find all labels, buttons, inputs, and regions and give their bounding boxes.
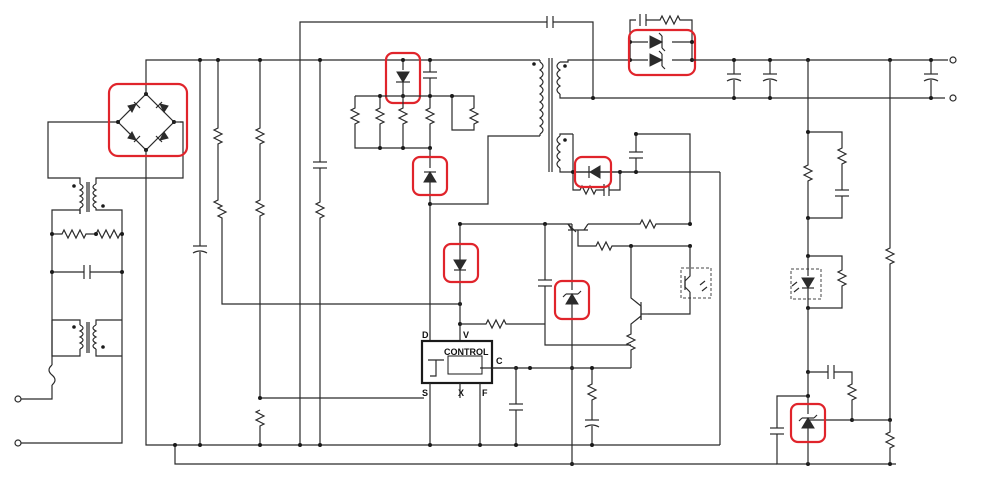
common-mode-choke-lower <box>51 319 122 357</box>
pin-v-label: V <box>463 330 469 340</box>
bias-capacitor <box>620 132 691 224</box>
opto-transistor <box>648 246 712 315</box>
zener-diode-feedback-highlight <box>553 279 591 321</box>
bias-rectifier-diode-highlight <box>573 155 613 189</box>
divider-resistors-left <box>212 58 462 306</box>
pin-f-label: F <box>482 388 488 398</box>
blocking-diode <box>423 148 437 340</box>
bleeder-resistors <box>50 228 124 240</box>
cap-and-resistor-mid <box>298 16 594 447</box>
output-rails <box>591 56 957 102</box>
pin-d-label: D <box>422 330 429 340</box>
clamp-resistors-left <box>349 94 430 150</box>
v-pin-diode <box>458 318 545 330</box>
ground-return <box>173 443 777 465</box>
blocking-diode-highlight <box>411 155 449 197</box>
x-capacitor <box>50 232 124 320</box>
divider-resistors-mid <box>254 58 424 447</box>
input-terminals <box>14 320 123 447</box>
zener-diode-output <box>798 396 818 464</box>
output-rectifier-diodes-highlight <box>627 28 697 77</box>
bridge-rectifier <box>116 59 720 446</box>
controller-ic: CONTROL D V C S X F <box>420 330 503 398</box>
bulk-capacitor <box>192 58 208 447</box>
bias-diode-highlight <box>442 242 480 284</box>
bridge-rectifier-highlight <box>107 82 189 158</box>
controller-label: CONTROL <box>444 347 489 357</box>
pin-s-label: S <box>422 388 428 398</box>
clamp-zener <box>396 58 410 98</box>
regulator-transistor <box>458 218 692 256</box>
transformer <box>532 58 720 173</box>
feedback-transistor <box>480 246 648 370</box>
output-sense-network <box>770 60 896 466</box>
drain-wire <box>430 135 540 205</box>
bias-diode <box>453 256 467 340</box>
clamp-cap-resistors-right <box>423 58 480 150</box>
pin-x-label: X <box>458 388 464 398</box>
output-rectifier-diodes <box>593 14 694 70</box>
controller-pin-wiring <box>428 172 721 447</box>
pin-c-label: C <box>496 356 503 366</box>
zener-diode-output-highlight <box>789 402 827 444</box>
zener-diode-feedback <box>538 224 631 466</box>
